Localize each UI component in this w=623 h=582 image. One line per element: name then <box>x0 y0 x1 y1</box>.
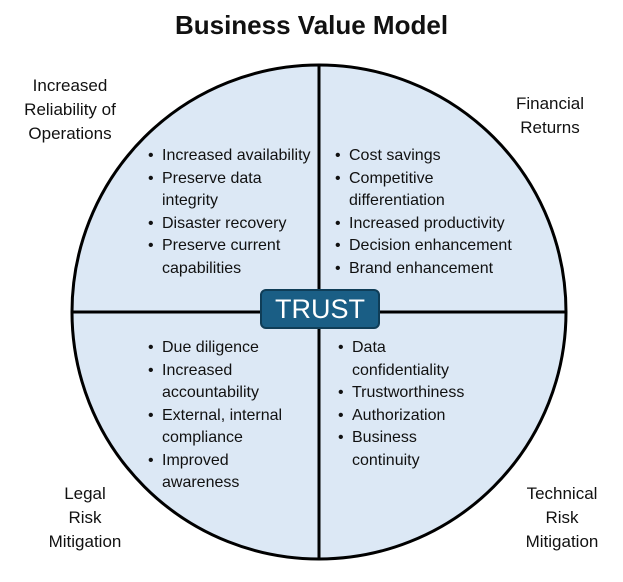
label-line: Risk <box>68 508 102 527</box>
label-line: Increased <box>32 76 108 95</box>
list-item: Authorization <box>338 405 512 428</box>
list-financial: Cost savings Competitive differentiation… <box>331 145 559 280</box>
list-item: Improved awareness <box>148 450 262 495</box>
label-line: Legal <box>64 484 106 503</box>
trust-badge: TRUST <box>260 289 380 329</box>
list-item: Increased availability <box>148 145 322 168</box>
list-item: Data confidentiality <box>338 337 472 382</box>
label-line: Reliability of <box>24 100 116 119</box>
label-technical: Technical Risk Mitigation <box>508 482 616 554</box>
list-item: External, internal compliance <box>148 405 312 450</box>
label-financial: Financial Returns <box>500 92 600 140</box>
label-line: Operations <box>28 124 112 143</box>
list-item: Due diligence <box>148 337 312 360</box>
list-item: Competitive differentiation <box>335 168 469 213</box>
list-item: Decision enhancement <box>335 235 559 258</box>
list-item: Trustworthiness <box>338 382 512 405</box>
list-item: Preserve current capabilities <box>148 235 322 280</box>
list-technical: Data confidentiality Trustworthiness Aut… <box>334 337 512 472</box>
list-item: Disaster recovery <box>148 213 322 236</box>
label-line: Returns <box>520 118 580 137</box>
list-item: Cost savings <box>335 145 559 168</box>
list-item: Brand enhancement <box>335 258 559 281</box>
label-line: Mitigation <box>525 532 599 551</box>
label-line: Mitigation <box>48 532 122 551</box>
label-line: Financial <box>515 94 585 113</box>
list-item: Preserve data integrity <box>148 168 322 213</box>
label-reliability: Increased Reliability of Operations <box>14 74 126 146</box>
list-item: Increased productivity <box>335 213 559 236</box>
list-legal: Due diligence Increased accountability E… <box>144 337 312 495</box>
diagram-title: Business Value Model <box>174 10 449 40</box>
list-item: Increased accountability <box>148 360 282 405</box>
label-legal: Legal Risk Mitigation <box>30 482 140 554</box>
label-line: Technical <box>526 484 598 503</box>
label-line: Risk <box>545 508 579 527</box>
list-reliability: Increased availability Preserve data int… <box>144 145 322 280</box>
list-item: Business continuity <box>338 427 442 472</box>
